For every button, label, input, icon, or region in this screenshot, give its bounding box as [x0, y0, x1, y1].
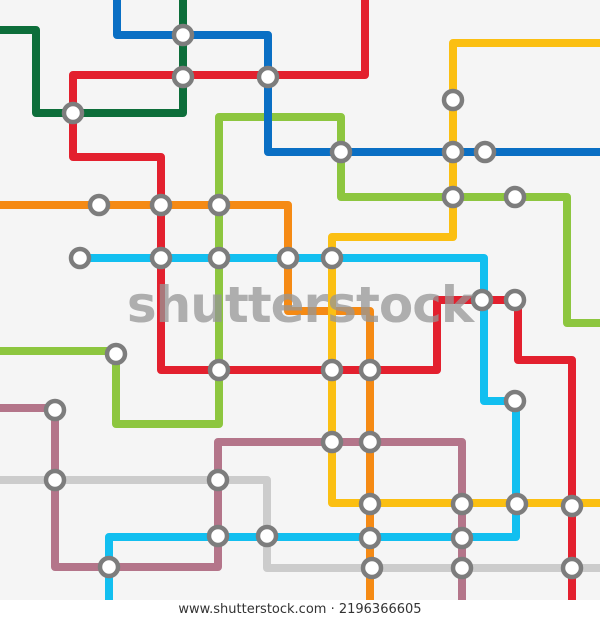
station-marker: [560, 556, 584, 580]
station-marker: [87, 193, 111, 217]
station-marker: [276, 246, 300, 270]
station-marker: [207, 193, 231, 217]
station-marker: [97, 555, 121, 579]
station-marker: [104, 342, 128, 366]
station-marker: [149, 246, 173, 270]
station-marker: [450, 492, 474, 516]
station-marker: [61, 101, 85, 125]
station-marker: [206, 524, 230, 548]
station-marker: [149, 193, 173, 217]
station-marker: [358, 358, 382, 382]
station-marker: [255, 524, 279, 548]
station-marker: [43, 468, 67, 492]
station-marker: [358, 492, 382, 516]
red-line: [69, 0, 576, 600]
station-marker: [320, 430, 344, 454]
station-marker: [320, 246, 344, 270]
light-green-line: [0, 113, 600, 428]
station-marker: [470, 288, 494, 312]
station-marker: [256, 65, 280, 89]
station-marker: [441, 140, 465, 164]
station-marker: [503, 288, 527, 312]
station-marker: [207, 246, 231, 270]
station-marker: [503, 185, 527, 209]
station-marker: [171, 65, 195, 89]
metro-map: shutterstock: [0, 0, 600, 600]
station-marker: [560, 494, 584, 518]
station-marker: [329, 140, 353, 164]
station-marker: [450, 556, 474, 580]
station-marker: [206, 468, 230, 492]
footer-bar: www.shutterstock.com · 2196366605: [0, 600, 600, 620]
station-marker: [358, 526, 382, 550]
station-marker: [171, 23, 195, 47]
orange-line: [0, 201, 374, 600]
station-marker: [505, 492, 529, 516]
station-marker: [320, 358, 344, 382]
station-marker: [503, 389, 527, 413]
station-marker: [207, 358, 231, 382]
station-marker: [43, 398, 67, 422]
station-marker: [450, 526, 474, 550]
station-marker: [68, 246, 92, 270]
metro-map-canvas: [0, 0, 600, 600]
station-marker: [441, 185, 465, 209]
blue-line: [113, 0, 600, 156]
footer-credit: www.shutterstock.com · 2196366605: [178, 602, 422, 617]
dark-green-line: [0, 0, 187, 117]
station-marker: [441, 88, 465, 112]
station-marker: [360, 556, 384, 580]
station-marker: [473, 140, 497, 164]
light-grey-line: [0, 476, 600, 572]
station-marker: [358, 430, 382, 454]
